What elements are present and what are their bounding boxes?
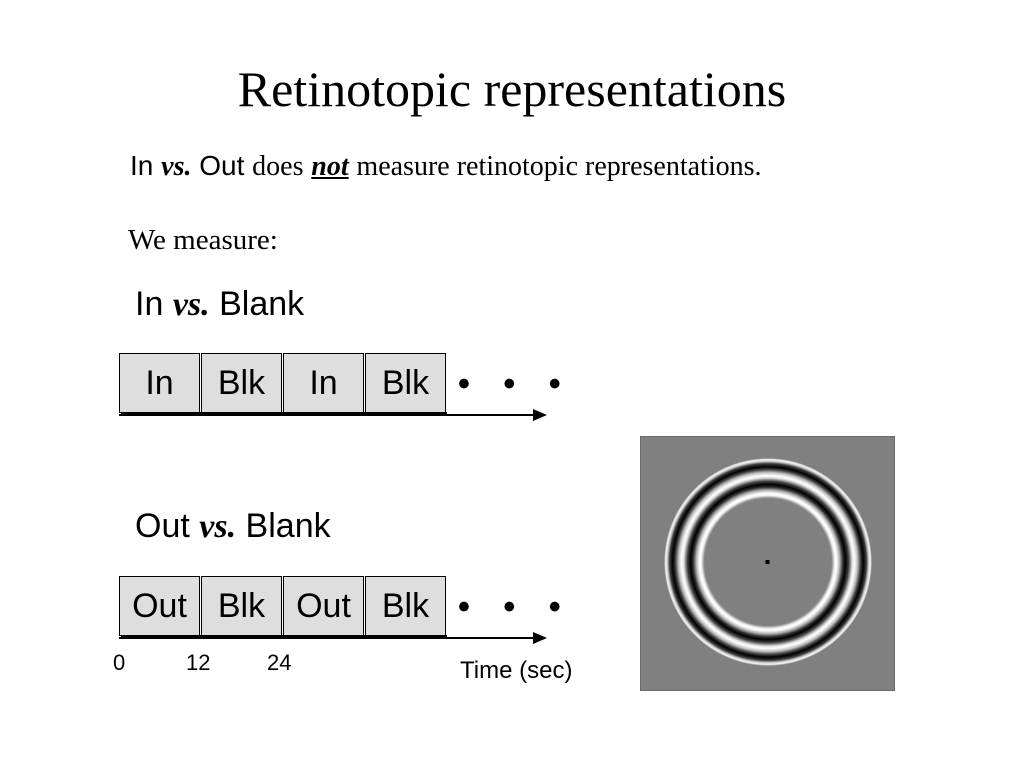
subtitle-not: not	[311, 151, 349, 182]
row2-block-3: Out	[283, 576, 364, 636]
subtitle-does: does	[252, 151, 304, 182]
subtitle: In vs. Out does not measure retinotopic …	[130, 148, 762, 185]
row2-vs: vs.	[199, 508, 237, 545]
row1-vs: vs.	[172, 286, 210, 323]
row2-ellipsis: • • •	[458, 588, 573, 626]
tick-24: 24	[267, 650, 292, 675]
subtitle-rest: measure retinotopic representations.	[356, 151, 762, 182]
row1-label-right: Blank	[219, 285, 305, 323]
row2-block-2: Blk	[201, 576, 282, 636]
row2-block-4: Blk	[365, 576, 446, 636]
row1-block-3: In	[283, 353, 364, 413]
row1-block-2: Blk	[201, 353, 282, 413]
row2-block-1: Out	[119, 576, 200, 636]
subtitle-vs: vs.	[161, 151, 192, 182]
row1-block-4: Blk	[365, 353, 446, 413]
row1-label: In vs. Blank	[135, 284, 304, 325]
row2-label-left: Out	[135, 507, 190, 545]
tick-12: 12	[186, 650, 211, 675]
row2-timeline: Out Blk Out Blk	[119, 576, 449, 636]
row1-label-left: In	[135, 285, 164, 323]
fixation-dot	[765, 560, 770, 564]
subtitle-out: Out	[199, 150, 245, 181]
slide-title: Retinotopic representations	[237, 61, 787, 117]
row2-block-shadow	[121, 635, 447, 638]
row1-ellipsis: • • •	[458, 365, 573, 403]
row1-time-arrow	[119, 409, 547, 421]
row1-block-1: In	[119, 353, 200, 413]
row2-time-arrow	[119, 632, 547, 644]
row1-timeline: In Blk In Blk	[119, 353, 449, 413]
we-measure-heading: We measure:	[128, 224, 278, 256]
row1-block-shadow	[121, 412, 447, 415]
row2-label: Out vs. Blank	[135, 506, 331, 547]
tick-0: 0	[113, 650, 126, 675]
ring-stimulus-image	[640, 436, 895, 691]
time-axis-label: Time (sec)	[460, 657, 573, 684]
subtitle-in: In	[130, 150, 154, 181]
row2-label-right: Blank	[245, 507, 331, 545]
